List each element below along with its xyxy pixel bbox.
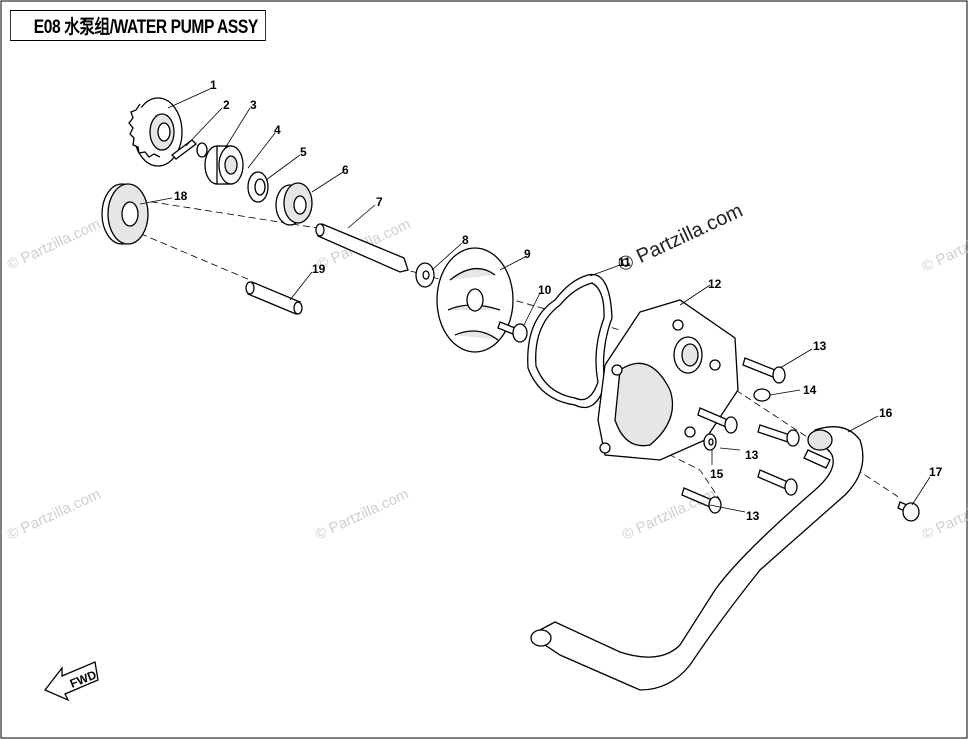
seal-part-5 bbox=[247, 171, 269, 203]
bearing-part-4 bbox=[204, 145, 244, 185]
leader-9 bbox=[499, 256, 526, 271]
callout-17: 17 bbox=[929, 465, 943, 479]
pin-part-19 bbox=[245, 281, 303, 315]
watermark-left: © Partzilla.com bbox=[5, 216, 104, 274]
leader-10 bbox=[523, 292, 541, 326]
callout-4: 4 bbox=[274, 123, 281, 137]
bolt-part-10 bbox=[497, 321, 528, 343]
callout-18: 18 bbox=[174, 189, 188, 203]
o-ring-part-14 bbox=[753, 388, 771, 402]
gear-part-1 bbox=[128, 97, 183, 167]
diagram-title: E08 水泵组/WATER PUMP ASSY bbox=[33, 17, 258, 38]
leader-5 bbox=[265, 154, 301, 181]
impeller-part-9 bbox=[436, 247, 514, 353]
watermark-left-bottom: © Partzilla.com bbox=[5, 486, 104, 544]
leader-16 bbox=[847, 415, 879, 433]
leader-18 bbox=[139, 197, 173, 205]
callout-3: 3 bbox=[250, 98, 257, 112]
callout-13-lower: 13 bbox=[746, 509, 760, 523]
callout-10: 10 bbox=[538, 283, 552, 297]
leader-6 bbox=[311, 171, 344, 193]
leader-14 bbox=[769, 389, 801, 396]
washer-part-15 bbox=[703, 433, 717, 451]
callout-13-upper: 13 bbox=[813, 339, 827, 353]
callout-9: 9 bbox=[524, 247, 531, 261]
callout-14: 14 bbox=[803, 383, 817, 397]
callout-5: 5 bbox=[300, 145, 307, 159]
bolt-part-13-lower bbox=[757, 469, 798, 496]
callout-13-middle: 13 bbox=[745, 448, 759, 462]
leader-8 bbox=[431, 242, 463, 271]
leader-3 bbox=[223, 107, 251, 151]
watermark-center: © Partzilla.com bbox=[615, 200, 746, 277]
leader-4 bbox=[247, 132, 276, 169]
mechanical-seal-part-6 bbox=[275, 182, 313, 226]
callout-2: 2 bbox=[223, 98, 230, 112]
watermark-mid-bottom: © Partzilla.com bbox=[313, 486, 412, 544]
leader-12 bbox=[679, 284, 711, 306]
pump-cover-part-12 bbox=[597, 299, 739, 461]
gear-part-18 bbox=[101, 183, 149, 245]
leader-19 bbox=[289, 271, 313, 301]
bolt-part-13-left bbox=[697, 407, 738, 434]
shaft-part-7 bbox=[315, 223, 409, 273]
callout-8: 8 bbox=[462, 233, 469, 247]
leader-11 bbox=[589, 264, 621, 277]
leader-7 bbox=[347, 204, 376, 229]
bolt-part-13-middle bbox=[757, 424, 800, 447]
callout-19: 19 bbox=[312, 262, 326, 276]
pin-part-2 bbox=[171, 139, 197, 160]
watermark-right-2: © Partzilla.com bbox=[920, 486, 968, 544]
bolt-part-13-bottom bbox=[681, 487, 722, 514]
callout-15: 15 bbox=[710, 467, 724, 481]
watermark-right: © Partzilla.com bbox=[920, 218, 968, 276]
bolt-part-17 bbox=[897, 501, 920, 522]
leader-1 bbox=[167, 87, 213, 109]
leader-13b bbox=[719, 447, 741, 451]
leader-17 bbox=[911, 476, 931, 506]
hose-part-16 bbox=[530, 426, 864, 691]
leader-13c bbox=[709, 504, 746, 513]
callout-11: 11 bbox=[618, 255, 631, 269]
callout-12: 12 bbox=[708, 277, 722, 291]
washer-part-3 bbox=[196, 142, 208, 158]
assembly-axis-line bbox=[139, 199, 901, 499]
callout-7: 7 bbox=[376, 195, 383, 209]
watermark-right-bottom: © Partzilla.com bbox=[620, 486, 719, 544]
bolt-part-13-upper bbox=[742, 357, 786, 384]
leader-13a bbox=[779, 348, 813, 369]
callout-6: 6 bbox=[342, 163, 349, 177]
washer-part-8 bbox=[415, 262, 435, 288]
diagram-title-box: E08 水泵组/WATER PUMP ASSY bbox=[10, 10, 266, 41]
fwd-arrow-icon: FWD bbox=[43, 661, 99, 702]
leader-2 bbox=[185, 107, 223, 147]
gasket-part-11 bbox=[527, 273, 613, 409]
callout-16: 16 bbox=[879, 406, 893, 420]
callout-1: 1 bbox=[210, 78, 217, 92]
